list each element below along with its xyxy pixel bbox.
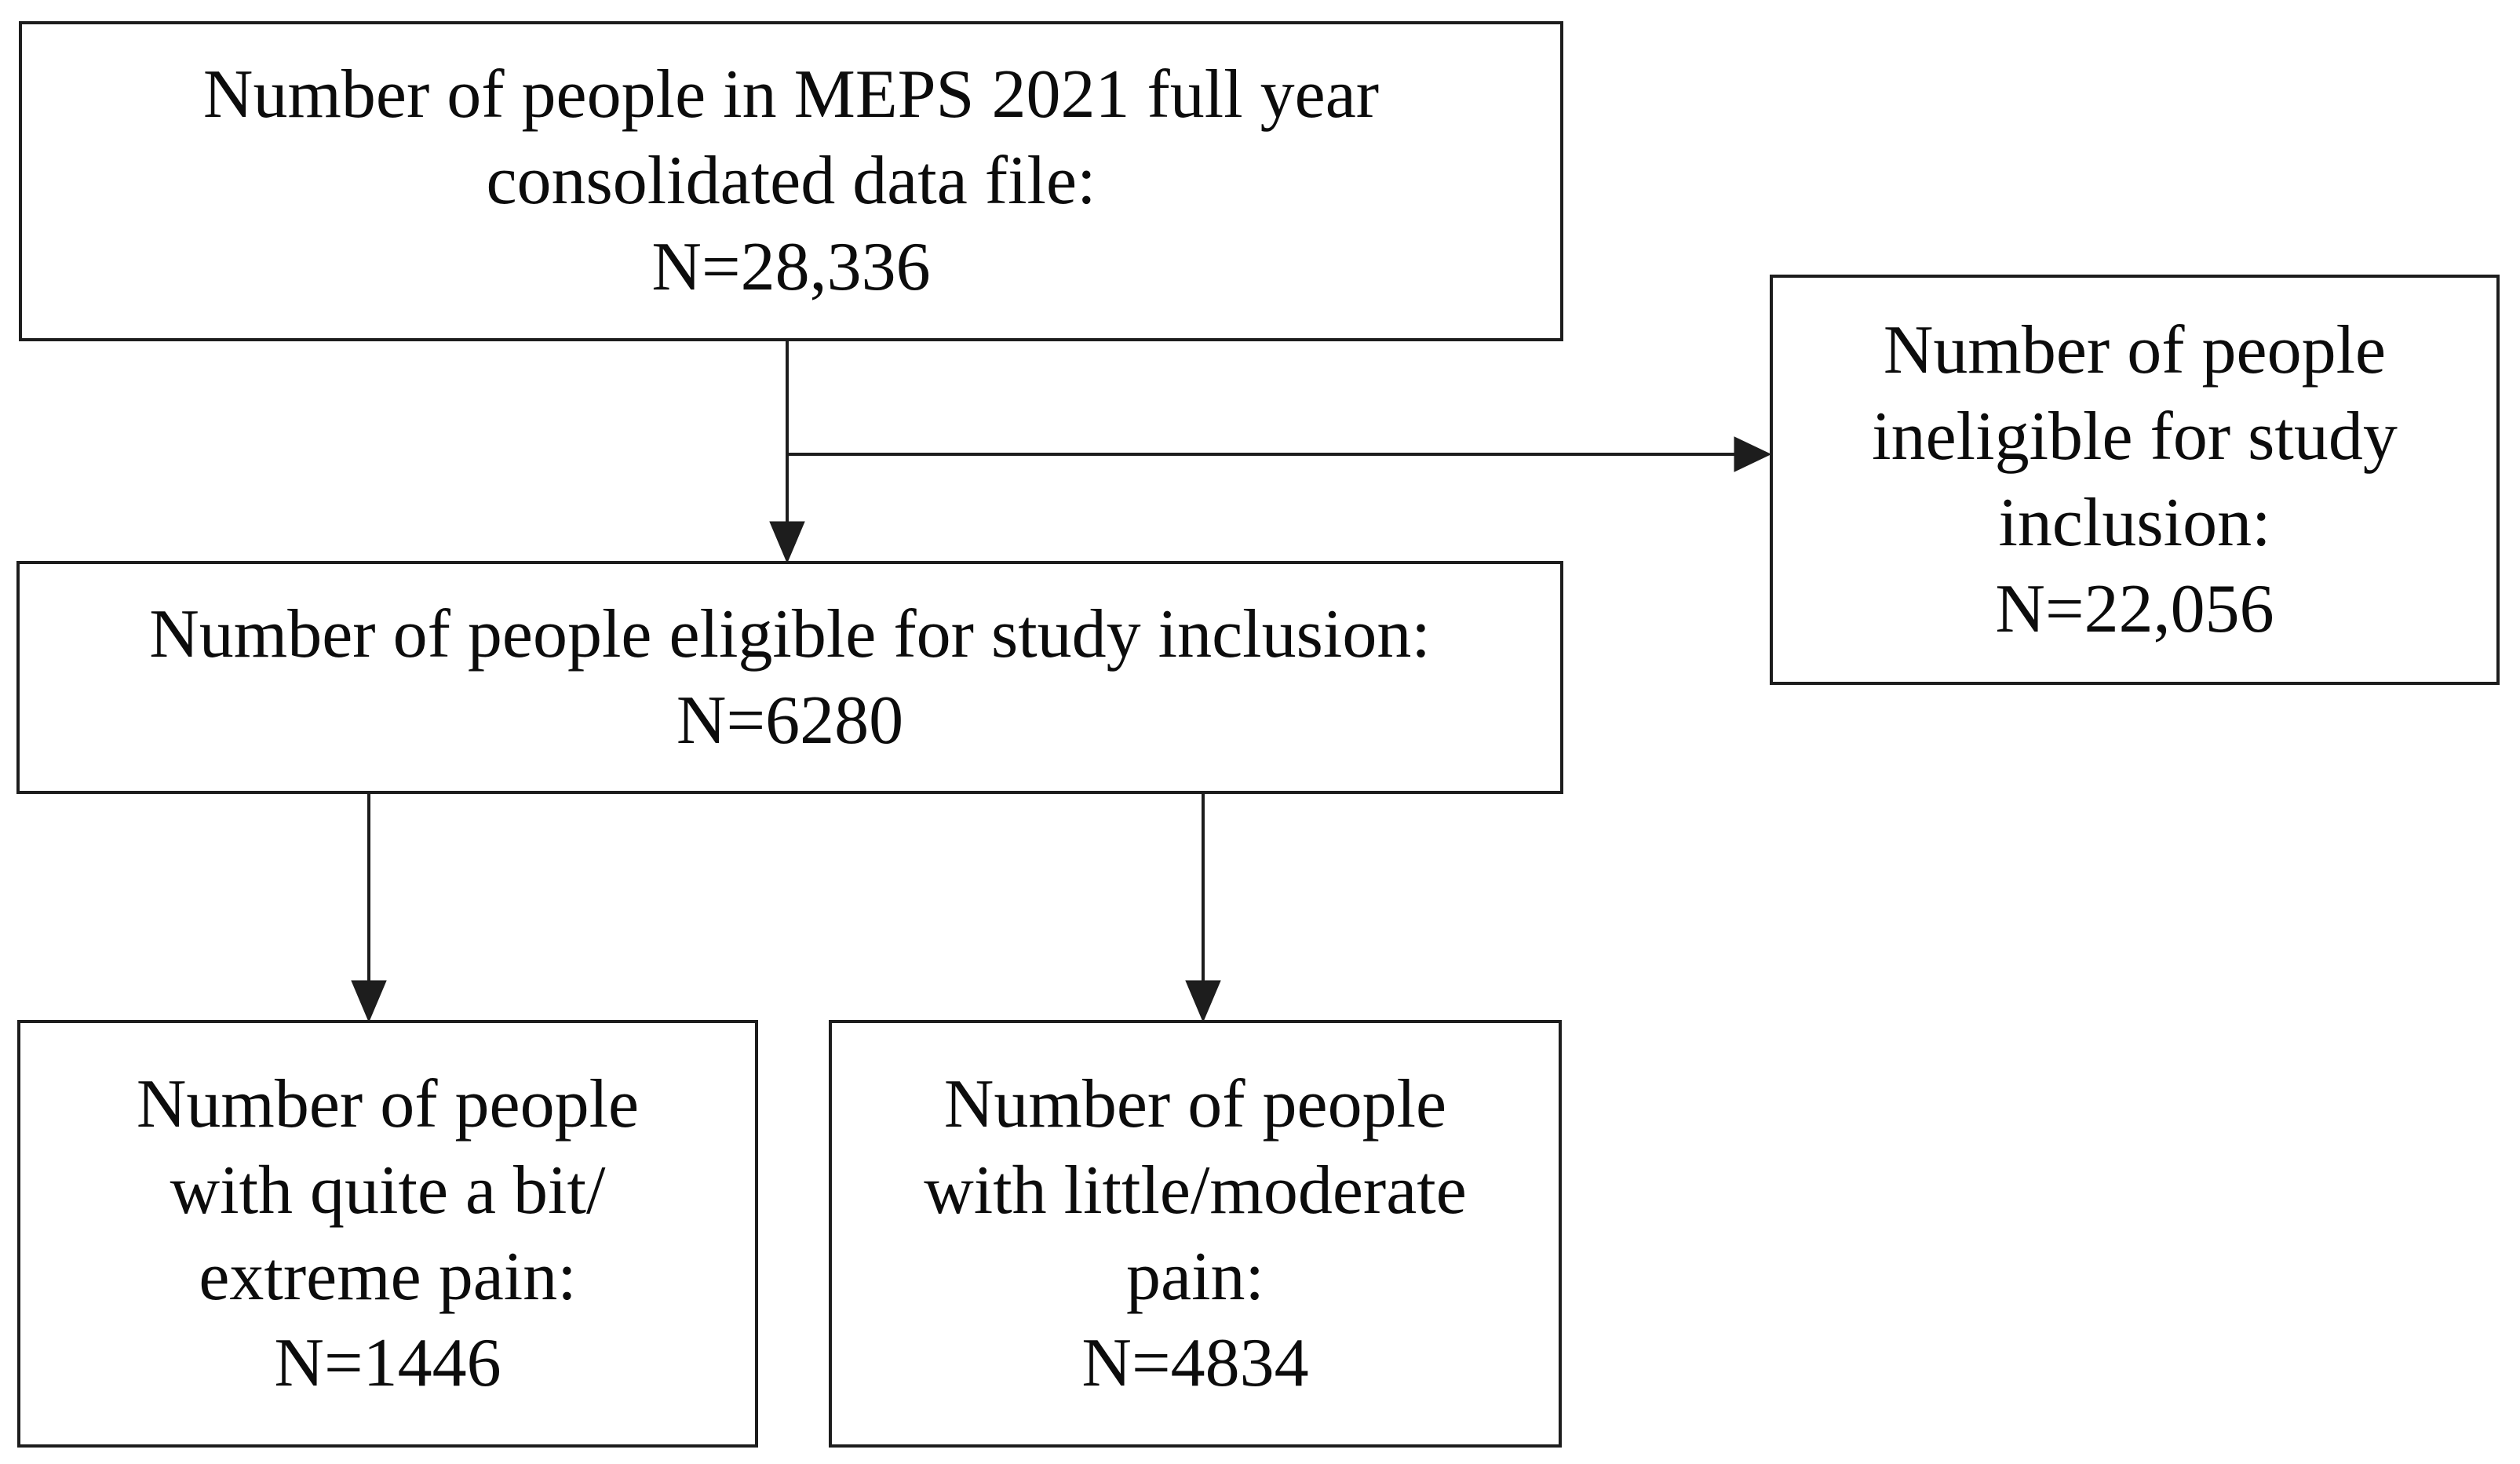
box-eligible-text: Number of people eligible for study incl… <box>20 592 1560 764</box>
text-line: pain: <box>1126 1238 1264 1315</box>
text-line: with little/moderate <box>924 1152 1467 1229</box>
arrow-head-down <box>769 521 805 564</box>
text-line: Number of people <box>1883 311 2387 388</box>
arrow-total-to-ineligible <box>787 436 1772 472</box>
box-eligible: Number of people eligible for study incl… <box>16 561 1563 794</box>
box-little-moderate-pain-text: Number of people with little/moderate pain… <box>832 1062 1559 1407</box>
text-line: N=28,336 <box>651 229 931 305</box>
text-line: Number of people eligible for study incl… <box>149 595 1431 672</box>
text-line: extreme pain: <box>199 1238 577 1315</box>
arrow-head-right <box>1734 436 1772 472</box>
arrow-head-down <box>351 980 387 1023</box>
arrow-total-to-eligible <box>769 341 805 564</box>
text-line: Number of people <box>943 1065 1447 1142</box>
box-quite-bit-extreme-pain: Number of people with quite a bit/extreme… <box>17 1020 758 1448</box>
text-line: inclusion: <box>1998 484 2271 561</box>
text-line: with quite a bit/ <box>170 1152 606 1229</box>
text-line: ineligible for study <box>1872 398 2398 475</box>
box-ineligible: Number of people ineligible for study incl… <box>1770 275 2500 685</box>
text-line: N=22,056 <box>1995 570 2274 647</box>
box-meps-total: Number of people in MEPS 2021 full year c… <box>19 21 1563 341</box>
box-meps-total-text: Number of people in MEPS 2021 full year c… <box>22 52 1560 311</box>
arrow-eligible-to-pain-low <box>1185 794 1221 1023</box>
box-little-moderate-pain: Number of people with little/moderate pain… <box>829 1020 1562 1448</box>
text-line: N=6280 <box>676 682 904 759</box>
text-line: N=4834 <box>1081 1324 1309 1401</box>
arrow-head-down <box>1185 980 1221 1023</box>
box-ineligible-text: Number of people ineligible for study incl… <box>1773 308 2496 653</box>
text-line: N=1446 <box>274 1324 501 1401</box>
text-line: Number of people in MEPS 2021 full year <box>202 56 1380 133</box>
box-quite-bit-extreme-pain-text: Number of people with quite a bit/extreme… <box>20 1062 755 1407</box>
arrow-eligible-to-pain-high <box>351 794 387 1023</box>
text-line: consolidated data file: <box>486 143 1096 219</box>
text-line: Number of people <box>136 1065 640 1142</box>
